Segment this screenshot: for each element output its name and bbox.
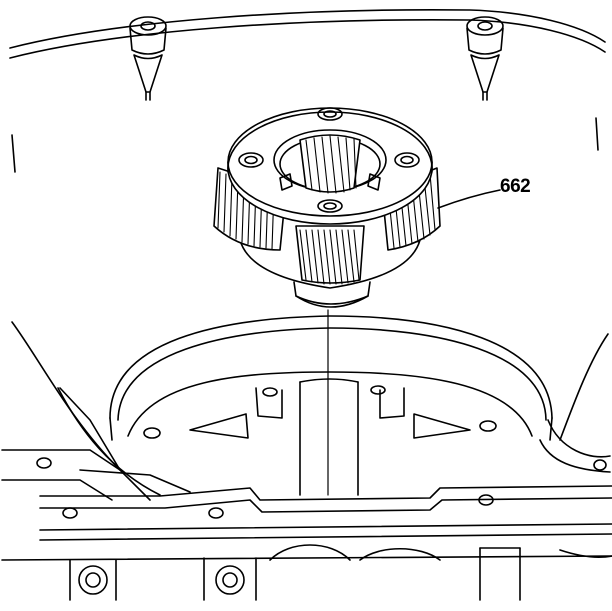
- case-left-side: [2, 322, 190, 500]
- callout-leader-line: [438, 190, 500, 208]
- sun-gear: [300, 135, 360, 193]
- callout-label-662: 662: [500, 176, 531, 197]
- housing-stud-left: [130, 17, 166, 100]
- carrier-pin-holes: [239, 108, 419, 212]
- case-right-side: [540, 334, 610, 472]
- planetary-carrier-assembly: [214, 108, 440, 307]
- case-bottom-bosses: [2, 545, 612, 600]
- planet-gear-front: [296, 226, 364, 284]
- case-front-flange: [40, 486, 612, 540]
- side-edge-marks: [12, 118, 598, 172]
- housing-stud-right: [467, 17, 503, 100]
- case-bore: [110, 316, 552, 495]
- housing-top-rim: [10, 10, 605, 58]
